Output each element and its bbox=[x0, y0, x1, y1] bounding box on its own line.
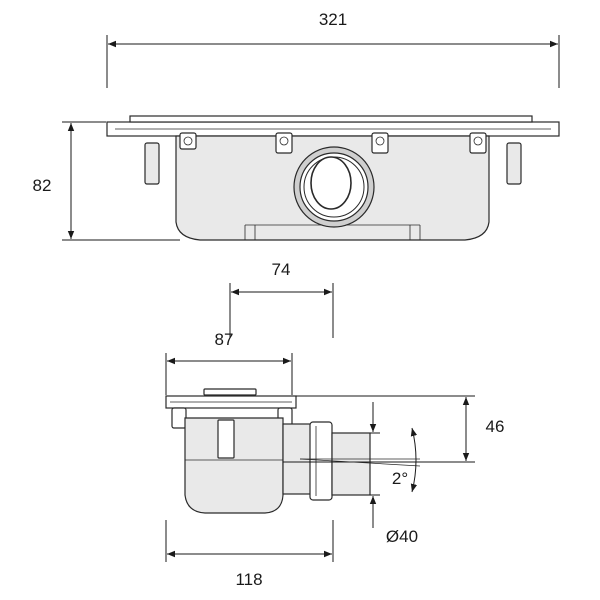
clamp-1 bbox=[179, 132, 197, 150]
dimension-label-46: 46 bbox=[486, 417, 505, 436]
dimension-label-321: 321 bbox=[319, 10, 347, 29]
side-outlet-spigot bbox=[331, 432, 371, 496]
clamp-3 bbox=[371, 132, 389, 154]
grate bbox=[129, 115, 533, 123]
side-clamp-left bbox=[171, 407, 187, 429]
side-stem bbox=[217, 419, 235, 459]
angle-slope-line bbox=[299, 458, 421, 467]
dimension-label-87: 87 bbox=[215, 330, 234, 349]
dimension-label-74: 74 bbox=[272, 260, 291, 279]
dimension-label-82: 82 bbox=[33, 176, 52, 195]
side-grate-cap bbox=[203, 388, 257, 396]
leg-left bbox=[144, 142, 160, 185]
top-view: 321 82 bbox=[33, 10, 560, 241]
side-trap-body bbox=[184, 417, 284, 514]
outlet-front bbox=[293, 146, 375, 228]
angle-arc bbox=[410, 427, 418, 493]
clamp-4 bbox=[469, 132, 487, 154]
dimension-label-d40: Ø40 bbox=[386, 527, 418, 546]
side-view: 74 87 46 2° bbox=[165, 260, 505, 589]
dimension-label-118: 118 bbox=[235, 570, 262, 589]
angle-label: 2° bbox=[392, 469, 408, 488]
leg-right bbox=[506, 142, 522, 185]
clamp-2 bbox=[275, 132, 293, 154]
